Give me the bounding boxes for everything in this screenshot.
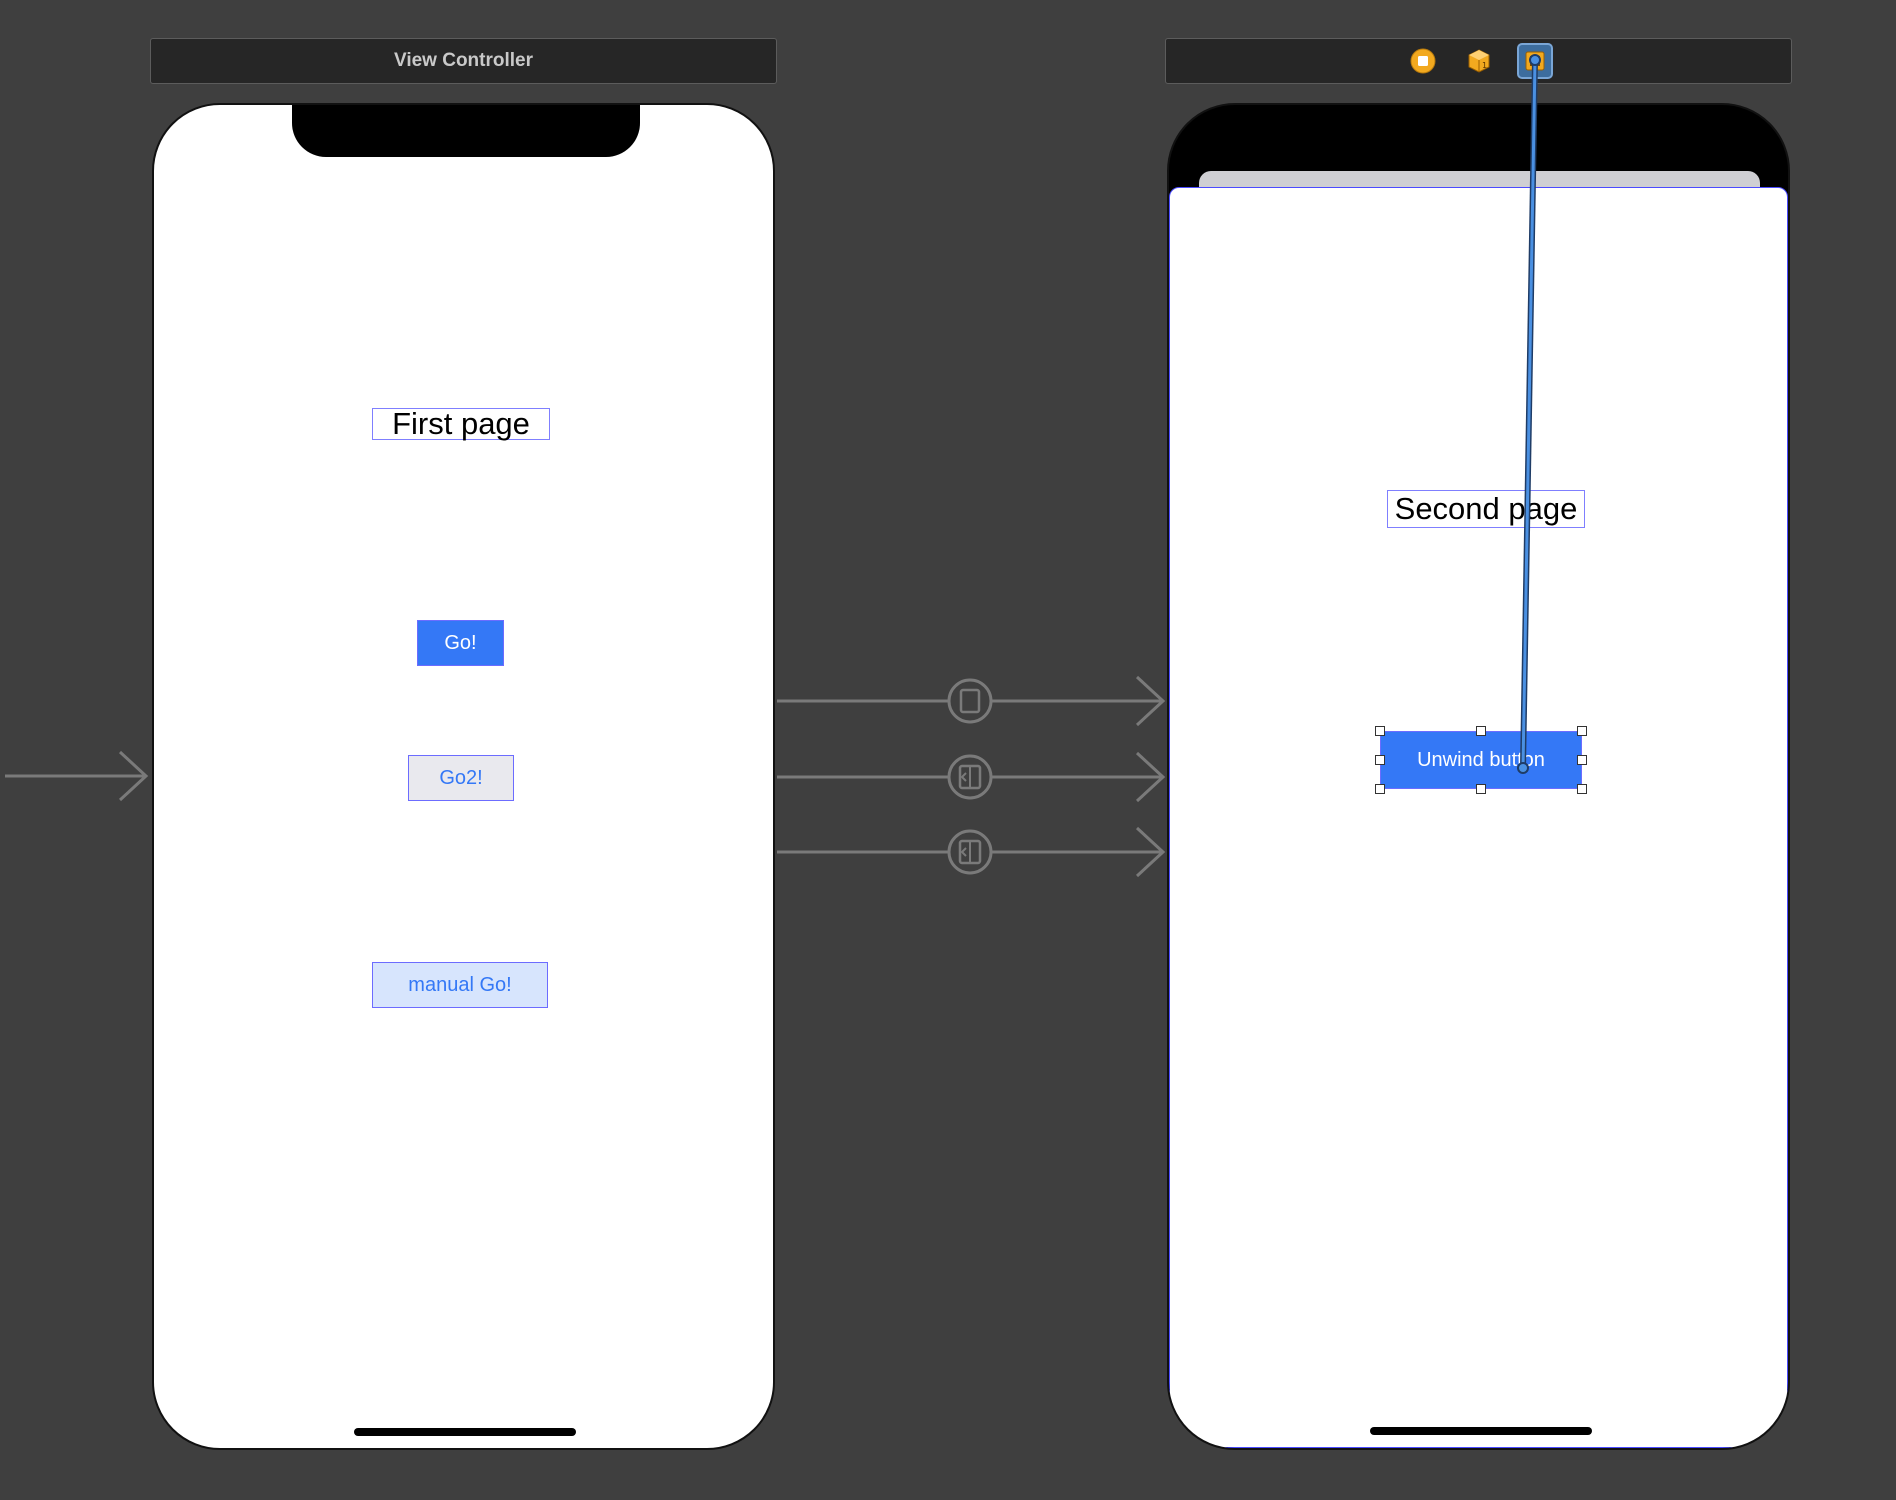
iphone-frame-first[interactable]: First page Go! Go2! manual Go! xyxy=(152,103,775,1450)
exit-icon[interactable] xyxy=(1516,43,1553,79)
go-button-label: Go! xyxy=(444,631,477,654)
segue-arrow-custom[interactable] xyxy=(777,751,1166,803)
scene-dock-icons: 1 xyxy=(1165,38,1792,84)
manual-go-button-label: manual Go! xyxy=(408,973,512,996)
resize-handle[interactable] xyxy=(1577,784,1587,794)
manual-go-button[interactable]: manual Go! xyxy=(372,962,548,1008)
unwind-button[interactable]: Unwind button xyxy=(1380,731,1582,789)
go2-button-label: Go2! xyxy=(439,766,483,789)
initial-view-controller-arrow[interactable] xyxy=(5,750,149,802)
resize-handle[interactable] xyxy=(1375,755,1385,765)
second-page-label-text: Second page xyxy=(1394,491,1578,526)
svg-text:1: 1 xyxy=(1482,61,1487,70)
resize-handle[interactable] xyxy=(1476,726,1486,736)
scene-title: View Controller xyxy=(393,50,533,71)
resize-handle[interactable] xyxy=(1577,755,1587,765)
device-notch xyxy=(292,105,640,157)
first-responder-icon[interactable]: 1 xyxy=(1461,43,1497,79)
view-controller-icon[interactable] xyxy=(1405,43,1441,79)
resize-handle[interactable] xyxy=(1375,784,1385,794)
iphone-frame-second[interactable]: Second page Unwind button xyxy=(1167,103,1790,1450)
unwind-button-label: Unwind button xyxy=(1417,748,1545,771)
home-indicator xyxy=(354,1428,576,1436)
scene-title-bar-first[interactable]: View Controller xyxy=(150,38,777,84)
segue-arrow-present-modally[interactable] xyxy=(777,675,1166,727)
first-page-label-text: First page xyxy=(392,406,530,441)
modal-sheet[interactable]: Second page Unwind button xyxy=(1169,187,1788,1448)
second-page-label[interactable]: Second page xyxy=(1387,490,1585,528)
resize-handle[interactable] xyxy=(1375,726,1385,736)
segue-arrow-custom[interactable] xyxy=(777,826,1166,878)
go2-button[interactable]: Go2! xyxy=(408,755,514,801)
first-page-label[interactable]: First page xyxy=(372,406,550,441)
resize-handle[interactable] xyxy=(1476,784,1486,794)
resize-handle[interactable] xyxy=(1577,726,1587,736)
go-button[interactable]: Go! xyxy=(417,620,504,666)
home-indicator xyxy=(1370,1427,1592,1435)
